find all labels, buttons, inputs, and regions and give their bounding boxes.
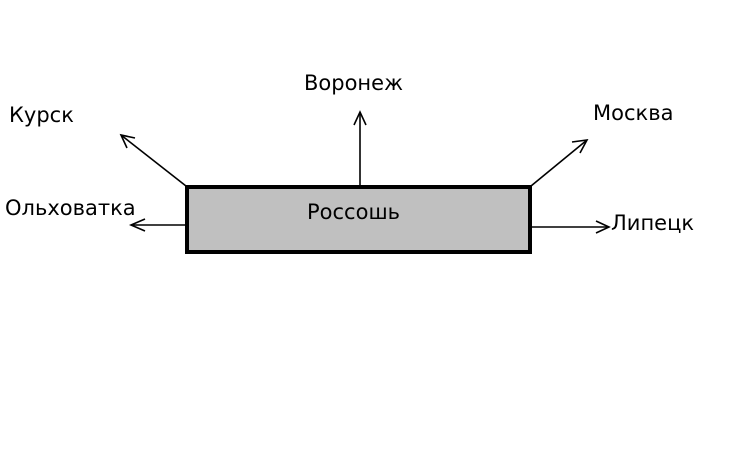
arrow-voronezh bbox=[353, 110, 367, 186]
center-label: Россошь bbox=[307, 200, 401, 224]
arrow-moskva bbox=[530, 138, 589, 187]
label-lipetsk: Липецк bbox=[611, 211, 695, 235]
label-olkhovatka: Ольховатка bbox=[5, 196, 136, 220]
arrow-kursk bbox=[119, 133, 187, 187]
center-box bbox=[185, 185, 532, 254]
label-voronezh: Воронеж bbox=[304, 71, 404, 95]
arrow-lipetsk bbox=[531, 220, 611, 234]
arrow-olkhovatka bbox=[128, 218, 186, 232]
label-kursk: Курск bbox=[9, 103, 74, 127]
label-moskva: Москва bbox=[593, 101, 674, 125]
